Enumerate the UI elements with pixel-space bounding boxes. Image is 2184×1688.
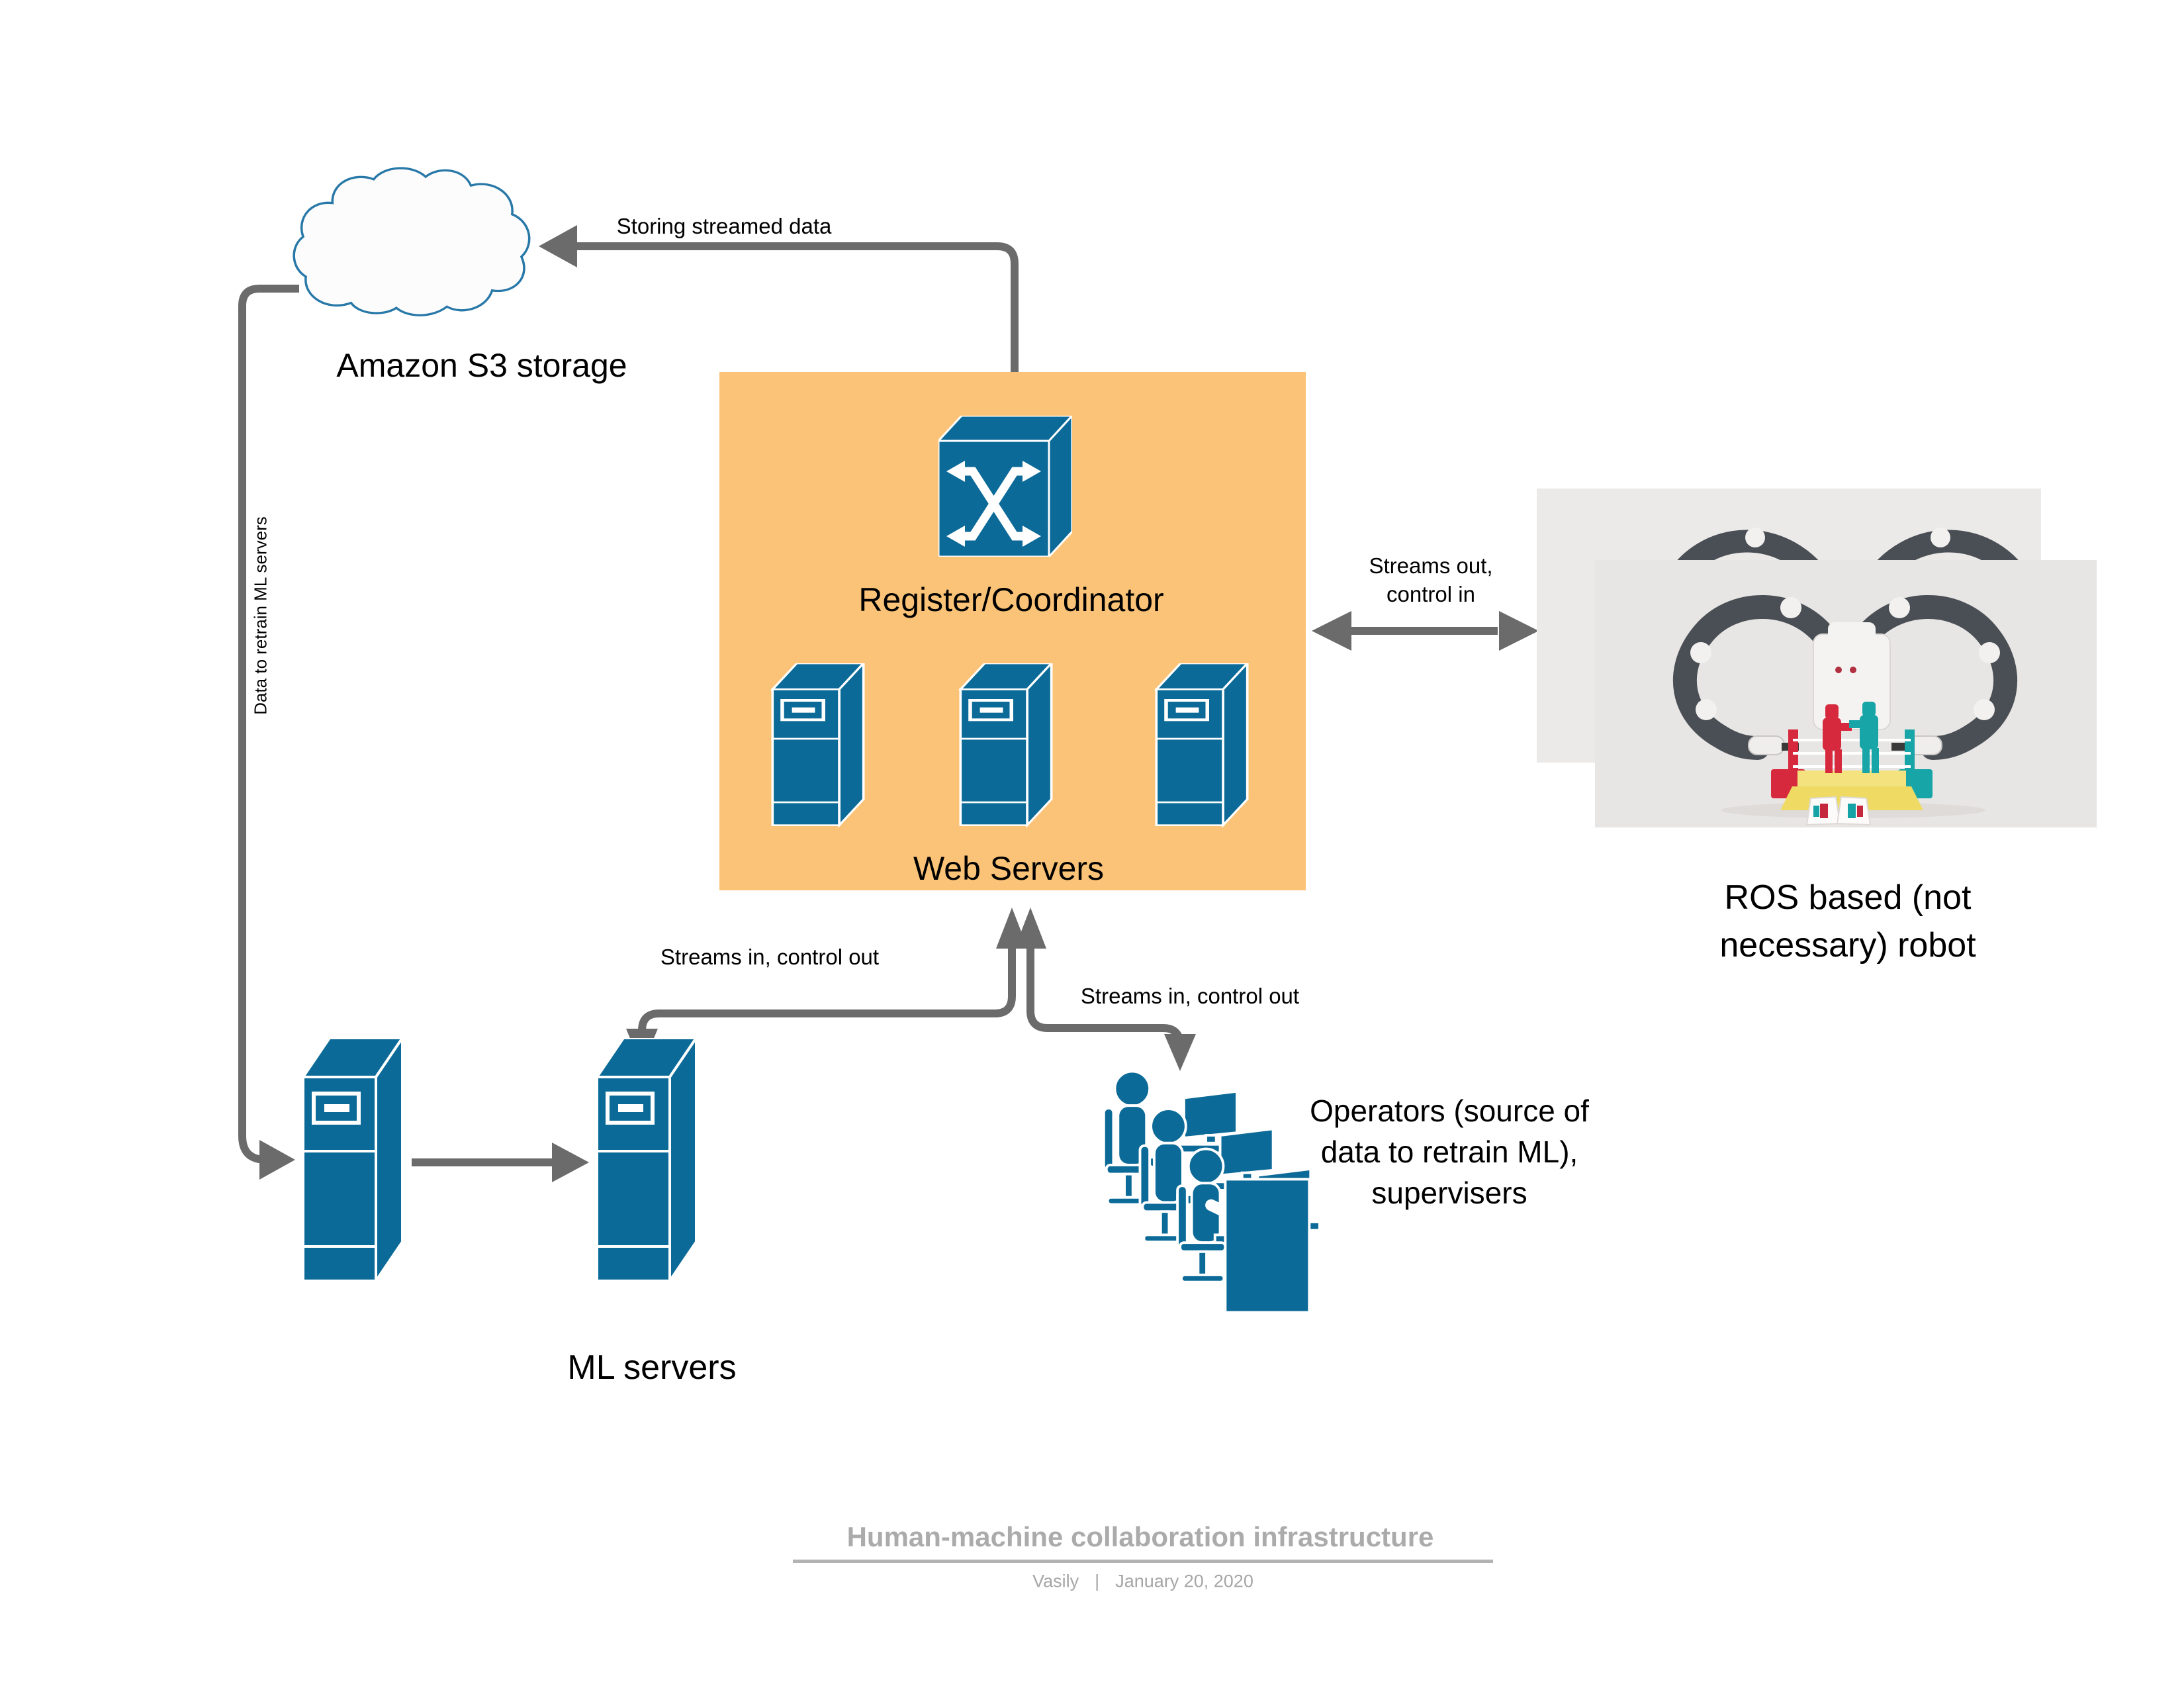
register-coordinator-label: Register/Coordinator: [858, 581, 1164, 618]
footer-divider: [793, 1560, 1493, 1563]
arrow-ml-server-to-ml-server: [412, 1143, 589, 1182]
s3-storage-label: Amazon S3 storage: [336, 347, 627, 384]
page-title: Human-machine collaboration infrastructu…: [846, 1521, 1434, 1552]
web-server-icon-1: [768, 663, 868, 827]
ml-server-icon-1: [298, 1038, 408, 1284]
web-server-icon-2: [956, 663, 1056, 827]
cloud-icon: [293, 167, 531, 316]
streams-out-control-in-label: Streams out, control in: [1369, 553, 1493, 606]
streams-in-control-out-label-operators: Streams in, control out: [1080, 984, 1300, 1008]
network-switch-icon: [938, 416, 1072, 557]
footer-subtitle: Vasily | January 20, 2020: [1024, 1571, 1261, 1592]
web-servers-label: Web Servers: [913, 850, 1105, 887]
footer-author: Vasily: [1032, 1571, 1079, 1591]
operators-at-computers-icon: [1102, 1070, 1318, 1314]
streams-in-control-out-label-ml: Streams in, control out: [660, 945, 880, 969]
storing-streamed-data-label: Storing streamed data: [616, 214, 832, 238]
arrow-data-to-retrain-ml: [238, 285, 299, 1180]
ros-robot-label: ROS based (not necessary) robot: [1719, 878, 1976, 964]
footer-separator: |: [1095, 1571, 1100, 1591]
robot-photo-front: [1595, 560, 2097, 827]
footer-date: January 20, 2020: [1115, 1571, 1253, 1591]
boxer-red: [1823, 704, 1852, 773]
printed-cards: [1805, 796, 1872, 826]
data-to-retrain-label: Data to retrain ML servers: [250, 516, 271, 715]
operator-desk-front: [1224, 1178, 1311, 1314]
boxer-teal: [1849, 702, 1879, 773]
web-server-icon-3: [1152, 663, 1252, 827]
arrow-robot-bidirectional: [1312, 611, 1539, 651]
ml-server-icon-2: [592, 1038, 702, 1284]
ml-servers-label: ML servers: [567, 1348, 737, 1387]
operators-label: Operators (source of data to retrain ML)…: [1310, 1094, 1589, 1210]
switch-cross-arrows: [962, 467, 1025, 541]
